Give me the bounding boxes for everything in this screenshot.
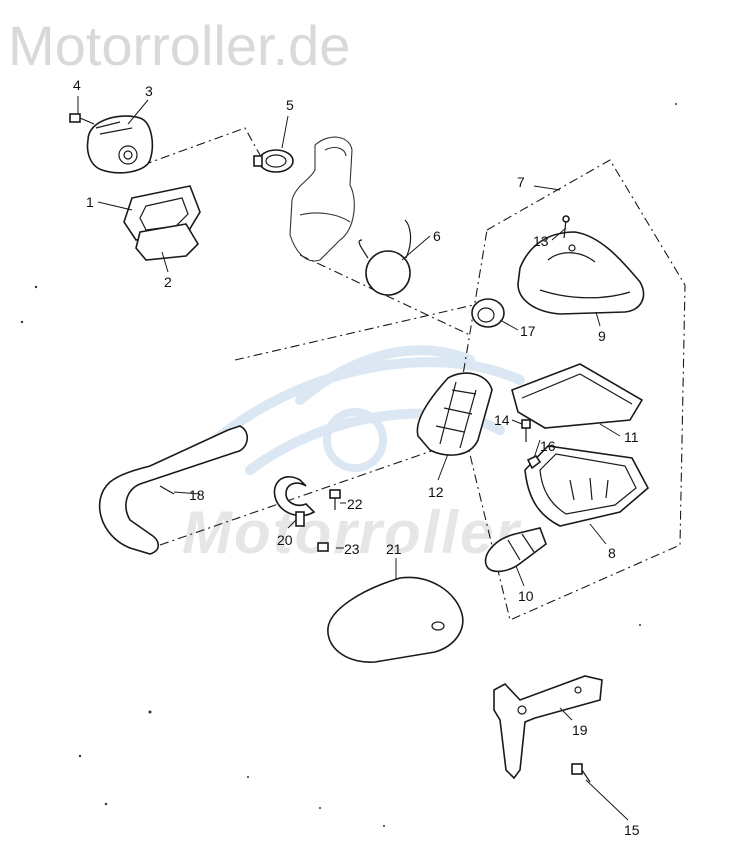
part-9-airbox-cover [517, 231, 645, 315]
callout-labels: 4 3 1 2 5 6 7 13 17 9 14 16 11 12 8 10 1… [73, 77, 640, 838]
part-11-filter [511, 363, 644, 429]
callout-13: 13 [533, 233, 549, 249]
part-4-screw [69, 113, 95, 125]
part-6-ring-wire [358, 219, 412, 296]
callout-19: 19 [572, 722, 588, 738]
callout-23: 23 [344, 541, 360, 557]
callout-6: 6 [433, 228, 441, 244]
callout-18: 18 [189, 487, 205, 503]
callout-9: 9 [598, 328, 606, 344]
callout-17: 17 [520, 323, 536, 339]
part-17-grommet [471, 298, 505, 328]
leader-lines [77, 96, 629, 821]
part-5-clamp [253, 149, 294, 173]
callout-2: 2 [164, 274, 172, 290]
callout-1: 1 [86, 194, 94, 210]
part-12-intake-boot [416, 372, 493, 456]
callout-16: 16 [540, 438, 556, 454]
part-2-gasket [135, 223, 200, 261]
callout-10: 10 [518, 588, 534, 604]
part-14-bolt [521, 419, 531, 442]
part-19-bracket [493, 675, 603, 780]
center-watermark-text: Motorroller [182, 499, 521, 566]
scan-specks [20, 103, 677, 827]
part-23-nut [317, 542, 329, 552]
callout-12: 12 [428, 484, 444, 500]
part-16-nut [526, 454, 542, 470]
manifold-ghost-outline [289, 136, 355, 262]
callout-5: 5 [286, 97, 294, 113]
callout-20: 20 [277, 532, 293, 548]
part-20-hose-clamp [273, 476, 316, 527]
callout-22: 22 [347, 496, 363, 512]
callout-14: 14 [494, 412, 510, 428]
part-18-hose [98, 425, 248, 555]
brand-watermark-text: Motorroller.de [8, 14, 351, 77]
part-22-screw [329, 489, 341, 510]
callout-3: 3 [145, 83, 153, 99]
part-3-cap [86, 115, 154, 174]
callout-7: 7 [517, 174, 525, 190]
part-15-bolt [571, 763, 591, 783]
part-8-airbox-base [524, 445, 650, 527]
callout-8: 8 [608, 545, 616, 561]
callout-21: 21 [386, 541, 402, 557]
callout-11: 11 [624, 429, 639, 445]
part-21-plate [327, 576, 464, 663]
part-10-drain [484, 527, 547, 573]
callout-4: 4 [73, 77, 81, 93]
callout-15: 15 [624, 822, 640, 838]
